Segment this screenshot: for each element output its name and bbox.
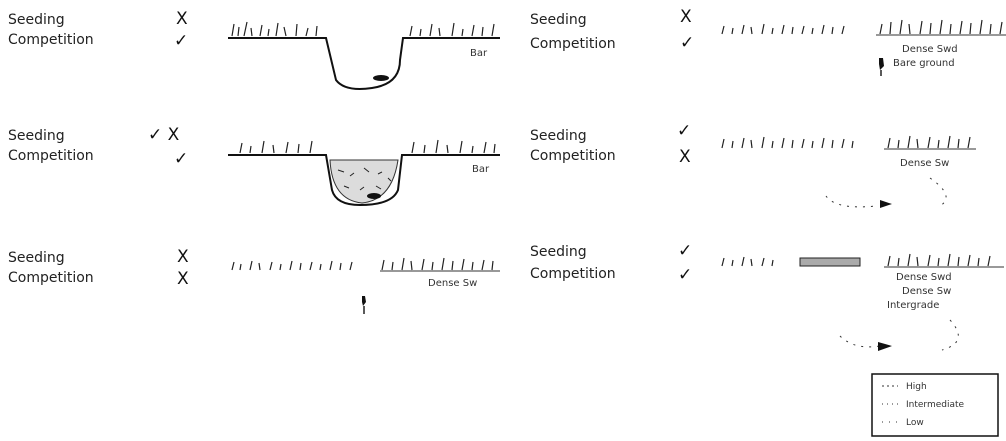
ground-profile: Dense Swd Bare ground [721,19,1006,76]
legend-item-intermediate: Intermediate [882,400,965,410]
ground-profile: Bar [228,21,500,90]
competition-mark: ✓ [680,33,694,53]
seeding-mark: ✓ X [148,125,180,145]
ground-profile: Dense Sw [721,135,976,208]
competition-label: Competition [530,36,616,52]
competition-label: Competition [8,148,94,164]
legend-label: Low [906,418,924,428]
competition-mark: ✓ [174,149,188,169]
ground-label: Dense Swd [896,272,952,283]
ground-label: Bar [472,164,490,175]
ground-profile: Bar [228,139,500,207]
legend-item-high: High [882,382,927,392]
competition-label: Competition [530,266,616,282]
competition-mark: ✓ [678,265,692,285]
seeding-mark: X [177,247,189,267]
seeding-mark: ✓ [677,121,691,141]
seeding-label: Seeding [530,12,587,28]
arrow-head [880,200,892,208]
panel-5: Seeding Competition ✓ X Dense Sw [530,121,976,208]
seed-cluster [367,193,381,199]
panel-6: Seeding Competition ✓ ✓ Dense Swd Dense … [530,241,1004,351]
seeding-label: Seeding [8,250,65,266]
ground-label: Dense Sw [428,278,477,289]
legend: High Intermediate Low [871,373,999,437]
ground-label: Dense Sw [900,158,949,169]
panel-1: Seeding Competition X ✓ Bar [8,9,500,90]
legend-label: Intermediate [906,400,965,410]
competition-mark: X [177,269,189,289]
competition-label: Competition [8,32,94,48]
seed-icon [362,296,366,306]
competition-label: Competition [530,148,616,164]
competition-label: Competition [8,270,94,286]
ground-label-2: Dense Sw [902,286,951,297]
filled-basin [329,159,399,204]
dense-mat [799,257,861,267]
ground-profile: Dense Swd Dense Sw Intergrade [721,253,1004,351]
legend-label: High [906,382,927,392]
ground-label: Dense Swd [902,44,958,55]
legend-box [871,373,999,437]
panel-2: Seeding Competition ✓ X ✓ Bar [8,125,500,207]
panel-3: Seeding Competition X X Dense Sw [8,247,500,314]
ground-label-3: Intergrade [887,300,939,311]
seeding-label: Seeding [530,128,587,144]
ground-profile: Dense Sw [231,257,500,314]
seeding-label: Seeding [8,128,65,144]
seeding-label: Seeding [8,12,65,28]
competition-mark: ✓ [174,31,188,51]
ground-label: Bar [470,48,488,59]
legend-item-low: Low [882,418,924,428]
seeding-label: Seeding [530,244,587,260]
seed-icon [879,58,884,70]
ground-label-2: Bare ground [893,58,955,69]
seed-cluster [373,75,389,81]
seeding-mark: X [176,9,188,29]
panel-4: Seeding Competition X ✓ Dense Swd Bare g… [530,7,1006,76]
competition-mark: X [679,147,691,167]
seeding-mark: ✓ [678,241,692,261]
seeding-mark: X [680,7,692,27]
arrow-head [878,342,892,351]
